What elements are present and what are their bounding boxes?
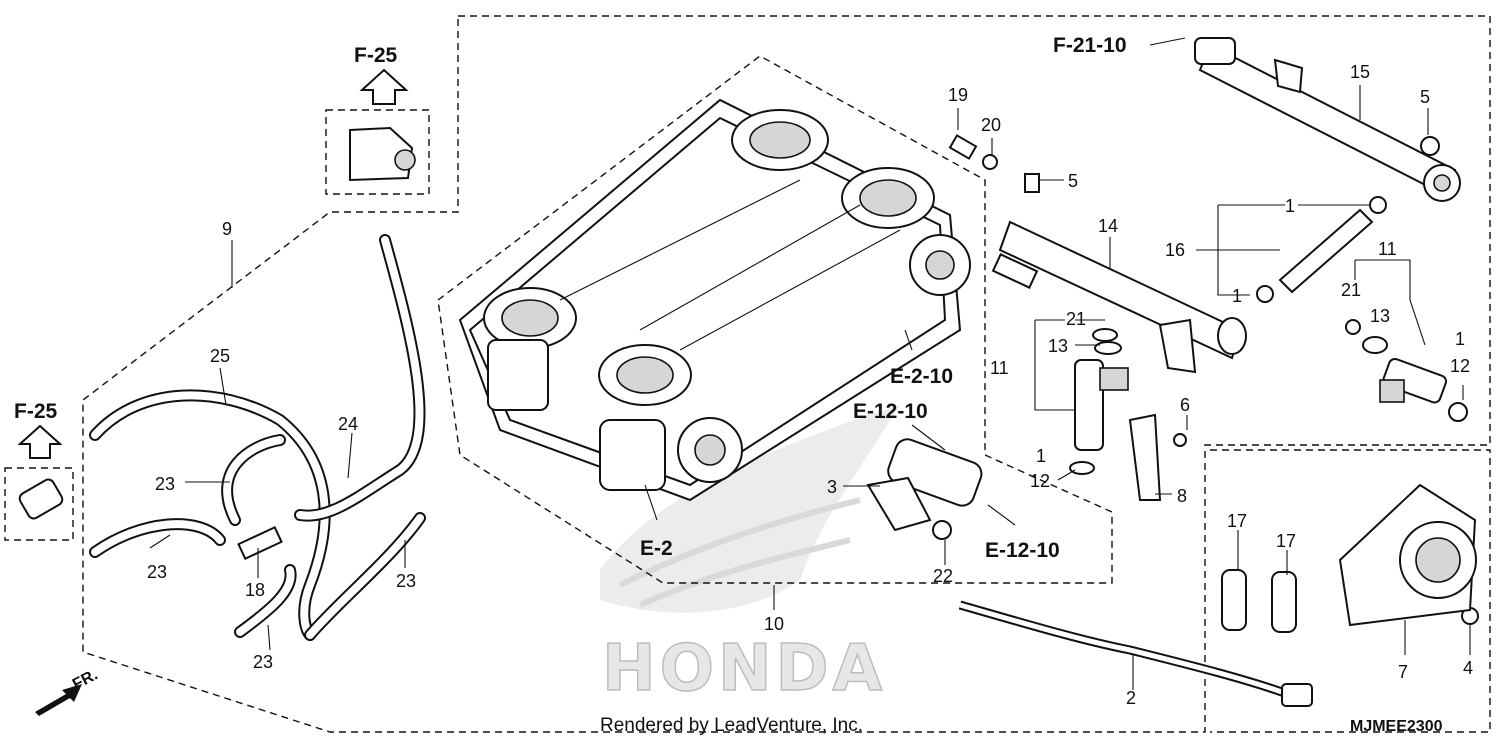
callout-23: 23 <box>396 571 416 591</box>
callout-25: 25 <box>210 346 230 366</box>
callout-1: 1 <box>1036 446 1046 466</box>
callout-10: 10 <box>764 614 784 634</box>
callout-12: 12 <box>1030 471 1050 491</box>
ref-f25-top: F-25 <box>354 44 398 67</box>
callout-6: 6 <box>1180 395 1190 415</box>
callout-1: 1 <box>1455 329 1465 349</box>
callout-15: 15 <box>1350 62 1370 82</box>
callout-16: 16 <box>1165 240 1185 260</box>
leader-lines <box>149 37 1471 690</box>
ref-e2-10: E-2-10 <box>890 365 953 388</box>
callout-14: 14 <box>1098 216 1118 236</box>
honda-wing-watermark <box>600 405 900 613</box>
group-borders <box>4 15 1491 733</box>
clamps-17[interactable] <box>1221 569 1297 633</box>
callout-7: 7 <box>1398 662 1408 682</box>
bolts-and-washers <box>932 134 1479 625</box>
injector-left[interactable] <box>1069 328 1129 475</box>
up-arrow-icon <box>17 424 63 459</box>
callout-12: 12 <box>1450 356 1470 376</box>
ref-e12-10-top: E-12-10 <box>853 400 928 423</box>
callout-8: 8 <box>1177 486 1187 506</box>
callout-1: 1 <box>1285 196 1295 216</box>
up-arrow-icon <box>359 68 409 105</box>
cover-7[interactable] <box>1338 483 1477 627</box>
callout-3: 3 <box>827 477 837 497</box>
callout-5: 5 <box>1420 87 1430 107</box>
honda-wordmark-watermark: HONDA <box>602 632 886 706</box>
fuel-rail-15[interactable] <box>1194 37 1461 202</box>
vacuum-hoses[interactable] <box>89 234 426 641</box>
callout-23: 23 <box>147 562 167 582</box>
diagram-code: MJMEE2300 <box>1350 718 1443 735</box>
injector-right[interactable] <box>1345 319 1468 422</box>
callout-23: 23 <box>253 652 273 672</box>
credit-text: Rendered by LeadVenture, Inc. <box>600 715 863 736</box>
callout-9: 9 <box>222 219 232 239</box>
callout-19: 19 <box>948 85 968 105</box>
idle-air-control-3[interactable] <box>866 436 985 532</box>
bracket-8[interactable] <box>1128 413 1162 501</box>
fuel-rail-14[interactable] <box>991 220 1247 374</box>
fuel-pipe-16[interactable] <box>1256 196 1387 303</box>
map-sensor-top[interactable] <box>349 126 416 182</box>
map-sensor-left[interactable] <box>18 477 65 520</box>
callout-11: 11 <box>1378 239 1397 259</box>
throttle-cable-2[interactable] <box>958 600 1313 707</box>
front-direction-arrow-icon <box>35 684 82 716</box>
callout-17: 17 <box>1227 511 1247 531</box>
callout-22: 22 <box>933 566 953 586</box>
callout-18: 18 <box>245 580 265 600</box>
callout-17: 17 <box>1276 531 1296 551</box>
callout-13: 13 <box>1370 306 1390 326</box>
callout-24: 24 <box>338 414 358 434</box>
ref-e2: E-2 <box>640 537 673 560</box>
ref-f25-left: F-25 <box>14 400 58 423</box>
callout-13: 13 <box>1048 336 1068 356</box>
callout-21: 21 <box>1341 280 1361 300</box>
ref-e12-10-bottom: E-12-10 <box>985 539 1060 562</box>
callout-2: 2 <box>1126 688 1136 708</box>
callout-1: 1 <box>1232 286 1242 306</box>
callout-4: 4 <box>1463 658 1473 678</box>
ref-f21-10: F-21-10 <box>1053 34 1127 57</box>
callout-23: 23 <box>155 474 175 494</box>
throttle-body-assembly[interactable] <box>458 98 971 502</box>
callout-20: 20 <box>981 115 1001 135</box>
callout-5: 5 <box>1068 171 1078 191</box>
callout-11: 11 <box>990 358 1009 378</box>
callout-21: 21 <box>1066 309 1086 329</box>
